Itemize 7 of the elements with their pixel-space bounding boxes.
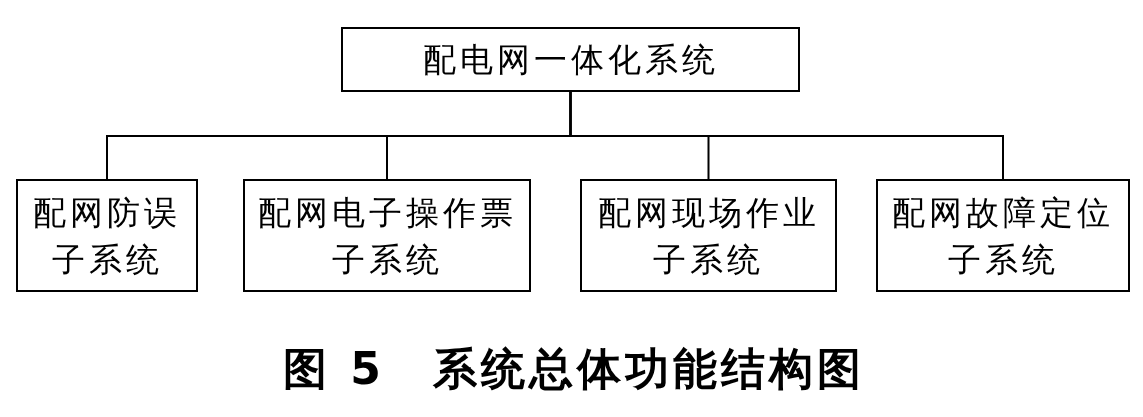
figure-caption: 图 5 系统总体功能结构图 bbox=[283, 344, 865, 394]
system-box: 配电网一体化系统 bbox=[341, 27, 800, 92]
subsystem-box: 配网现场作业子系统 bbox=[580, 179, 837, 292]
subsystem-box: 配网电子操作票子系统 bbox=[243, 179, 531, 292]
connector-line bbox=[569, 91, 1004, 180]
subsystem-box: 配网防误子系统 bbox=[16, 179, 198, 292]
subsystem-box: 配网故障定位子系统 bbox=[876, 179, 1130, 292]
